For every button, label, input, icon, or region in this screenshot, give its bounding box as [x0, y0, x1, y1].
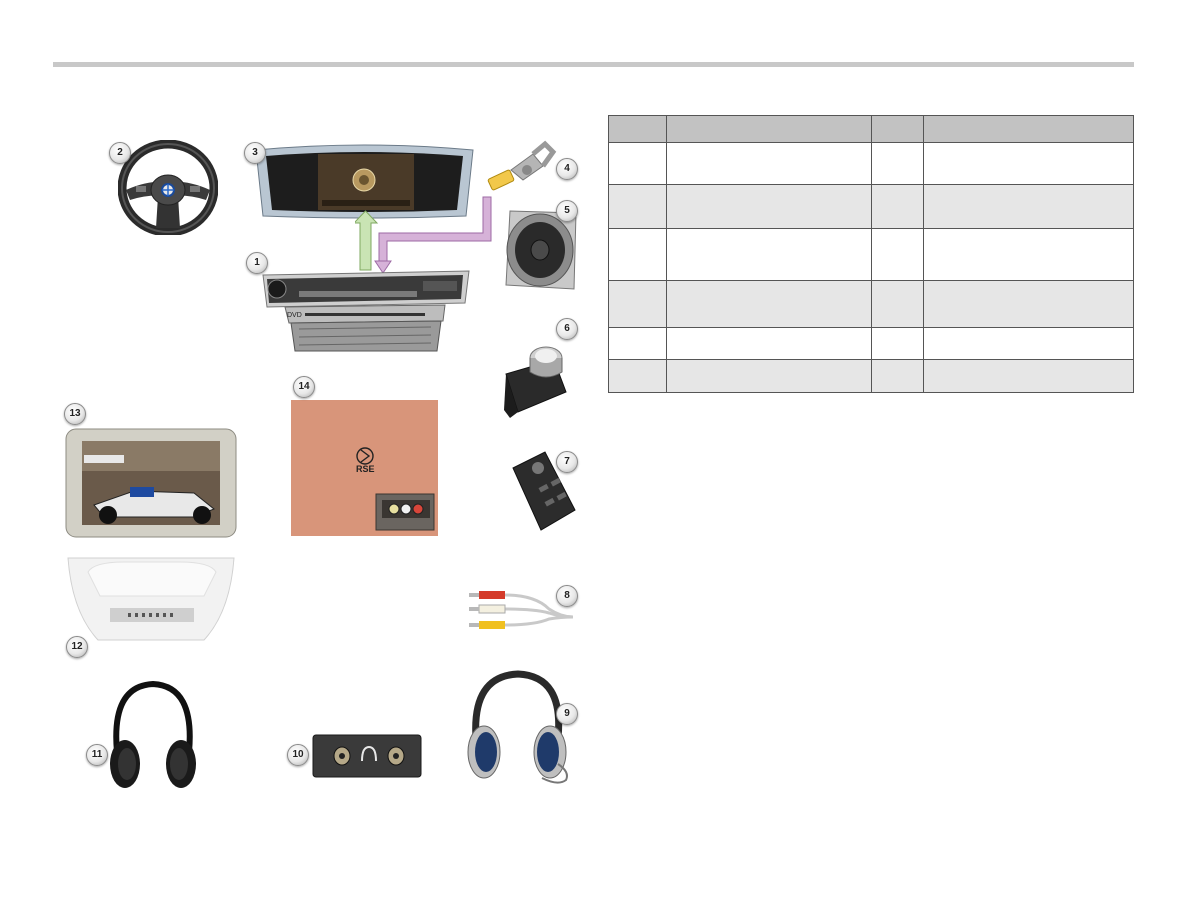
callout-5: 5: [556, 200, 578, 222]
loudspeaker-icon: [505, 210, 577, 290]
wired-headphones-icon: [467, 670, 568, 784]
legend-cell: [871, 280, 925, 328]
legend-cell: [871, 228, 925, 281]
callout-12: 12: [66, 636, 88, 658]
legend-cell: [871, 359, 925, 393]
sensor-key-icon: [487, 140, 557, 191]
steering-wheel-icon: [118, 140, 218, 235]
callout-6: 6: [556, 318, 578, 340]
legend-cell: [608, 327, 667, 360]
legend-cell: [665, 184, 873, 229]
legend-header-component: [923, 115, 1134, 143]
legend-cell: [665, 359, 873, 393]
headphone-jack-panel-icon: [312, 734, 422, 778]
component-legend-table: [608, 115, 1134, 393]
screen-holder-icon: [67, 557, 235, 641]
callout-3: 3: [244, 142, 266, 164]
legend-row: [608, 359, 1134, 393]
callout-11: 11: [86, 744, 108, 766]
legend-header-index: [608, 115, 667, 143]
connection-arrows: [355, 196, 492, 274]
rear-screen-icon: [65, 428, 237, 538]
legend-row: [608, 142, 1134, 185]
legend-cell: [608, 280, 667, 328]
header-rule: [53, 62, 1134, 67]
callout-9: 9: [556, 703, 578, 725]
legend-cell: [665, 327, 873, 360]
legend-cell: [923, 142, 1134, 185]
rse-antenna-icon: [356, 447, 374, 465]
legend-cell: [608, 359, 667, 393]
legend-row: [608, 228, 1134, 281]
legend-cell: [665, 142, 873, 185]
callout-4: 4: [556, 158, 578, 180]
legend-header-row: [608, 115, 1134, 143]
legend-cell: [665, 228, 873, 281]
legend-row: [608, 280, 1134, 328]
legend-cell: [871, 142, 925, 185]
legend-cell: [923, 184, 1134, 229]
controller-icon: [504, 346, 567, 418]
legend-cell: [923, 228, 1134, 281]
legend-cell: [871, 327, 925, 360]
legend-cell: [923, 280, 1134, 328]
av-jack-panel-icon: [375, 493, 435, 531]
wireless-headphones-icon: [110, 680, 196, 788]
legend-cell: [608, 142, 667, 185]
dvd-label: DVD: [287, 312, 302, 319]
callout-10: 10: [287, 744, 309, 766]
legend-header-index: [871, 115, 925, 143]
callout-14: 14: [293, 376, 315, 398]
legend-cell: [665, 280, 873, 328]
av-cable-icon: [469, 591, 574, 629]
legend-row: [608, 327, 1134, 360]
legend-row: [608, 184, 1134, 229]
callout-8: 8: [556, 585, 578, 607]
legend-cell: [923, 327, 1134, 360]
callout-13: 13: [64, 403, 86, 425]
legend-cell: [608, 228, 667, 281]
head-unit-icon: DVD: [262, 270, 470, 352]
legend-header-component: [665, 115, 873, 143]
callout-7: 7: [556, 451, 578, 473]
central-display-icon: [255, 144, 474, 219]
callout-2: 2: [109, 142, 131, 164]
callout-1: 1: [246, 252, 268, 274]
remote-control-icon: [512, 451, 576, 531]
legend-cell: [871, 184, 925, 229]
rse-label: RSE: [356, 464, 375, 474]
legend-cell: [608, 184, 667, 229]
legend-cell: [923, 359, 1134, 393]
